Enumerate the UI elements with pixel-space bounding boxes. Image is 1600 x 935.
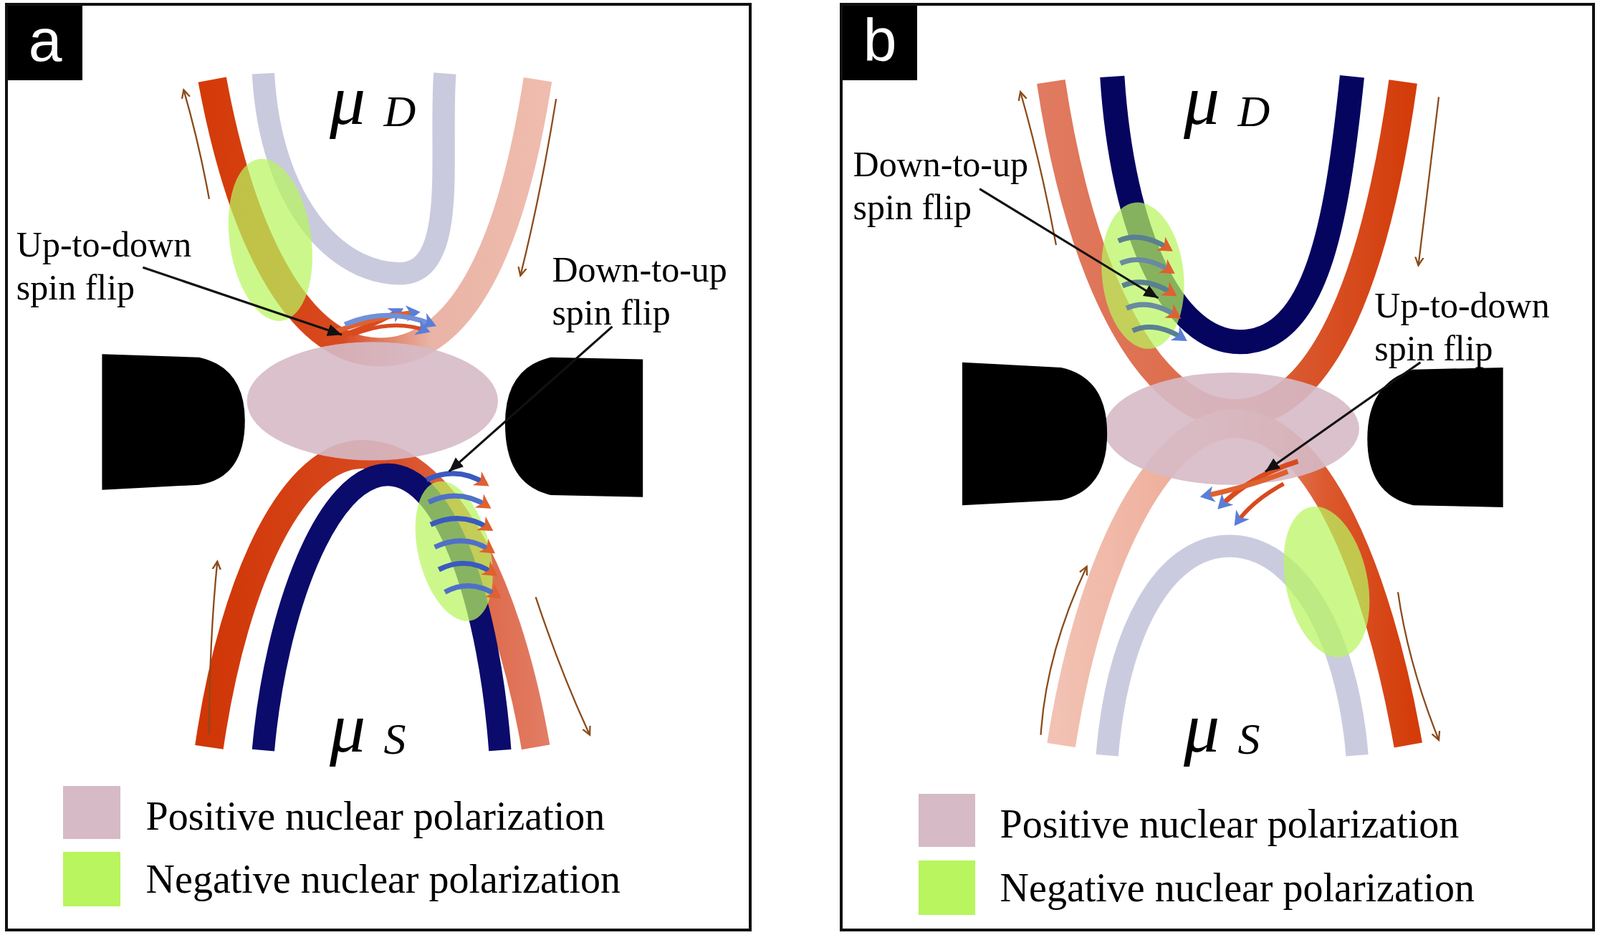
spin-flip-arrow xyxy=(444,586,498,597)
spin-flip-arrow xyxy=(434,540,493,552)
leader-line xyxy=(1265,362,1421,472)
spin-flip-arrow xyxy=(1126,304,1178,316)
legend-swatch xyxy=(63,851,121,907)
panel-frame: b xyxy=(839,2,1595,932)
spin-flip-arrow xyxy=(1132,327,1184,339)
subscript: D xyxy=(384,88,417,134)
spin-flip-arrow xyxy=(438,563,494,574)
subscript: D xyxy=(1237,88,1270,134)
negative-polarization xyxy=(218,153,323,327)
spin-flip-arrow xyxy=(428,495,488,506)
current-arrow xyxy=(520,98,557,276)
potential-symbol: μ xyxy=(329,64,366,137)
callout-text: Up-to-down spin flip xyxy=(16,222,211,309)
spin-flip-arrow xyxy=(426,473,486,484)
gate-electrode xyxy=(1367,367,1503,508)
subscript: S xyxy=(384,716,407,761)
current-arrow xyxy=(183,89,210,199)
negative-polarization xyxy=(401,472,506,630)
legend-text: Positive nuclear polarization xyxy=(1000,803,1460,845)
leader-line xyxy=(449,326,613,472)
current-arrow xyxy=(1041,566,1087,736)
legend-text: Negative nuclear polarization xyxy=(146,859,621,900)
current-arrow xyxy=(1418,96,1439,266)
callout-text: Up-to-down spin flip xyxy=(1374,283,1569,370)
legend-swatch xyxy=(918,860,976,916)
legend-swatch xyxy=(918,793,976,847)
leader-line xyxy=(979,189,1158,299)
current-arrow xyxy=(535,596,590,735)
spin-flip-arrow xyxy=(1120,259,1172,271)
current-arrow xyxy=(1397,591,1439,741)
callout-text: Down-to-up spin flip xyxy=(853,142,1048,229)
gate-electrode xyxy=(962,362,1108,506)
spin-flip-arrow xyxy=(1236,483,1285,523)
spin-flip-arrow xyxy=(1203,471,1288,496)
spin-flip-arrow xyxy=(344,315,433,325)
legend-swatch xyxy=(63,786,121,840)
spin-flip-arrow xyxy=(430,518,491,529)
legend-text: Negative nuclear polarization xyxy=(1000,867,1475,908)
potential-symbol: μ xyxy=(329,692,366,764)
gate-electrode xyxy=(505,357,643,498)
panel-tab: b xyxy=(842,5,918,81)
spin-band xyxy=(212,79,538,352)
panel-tab: a xyxy=(7,5,83,81)
leader-line xyxy=(142,267,342,335)
positive-polarization xyxy=(247,341,498,461)
negative-polarization xyxy=(1270,498,1383,666)
subscript: S xyxy=(1237,716,1260,761)
callout-text: Down-to-up spin flip xyxy=(551,247,746,334)
negative-polarization xyxy=(1094,198,1192,354)
legend-text: Positive nuclear polarization xyxy=(146,796,606,837)
potential-symbol: μ xyxy=(1183,692,1220,764)
potential-symbol: μ xyxy=(1183,64,1220,137)
spin-flip-arrow xyxy=(351,325,427,335)
panel-letter: a xyxy=(28,10,63,71)
spin-flip-arrow xyxy=(1118,237,1170,249)
gate-electrode xyxy=(101,353,245,490)
spin-band xyxy=(1051,81,1403,414)
current-arrow xyxy=(209,561,218,736)
panel-letter: b xyxy=(863,10,898,71)
positive-polarization xyxy=(1104,372,1360,486)
